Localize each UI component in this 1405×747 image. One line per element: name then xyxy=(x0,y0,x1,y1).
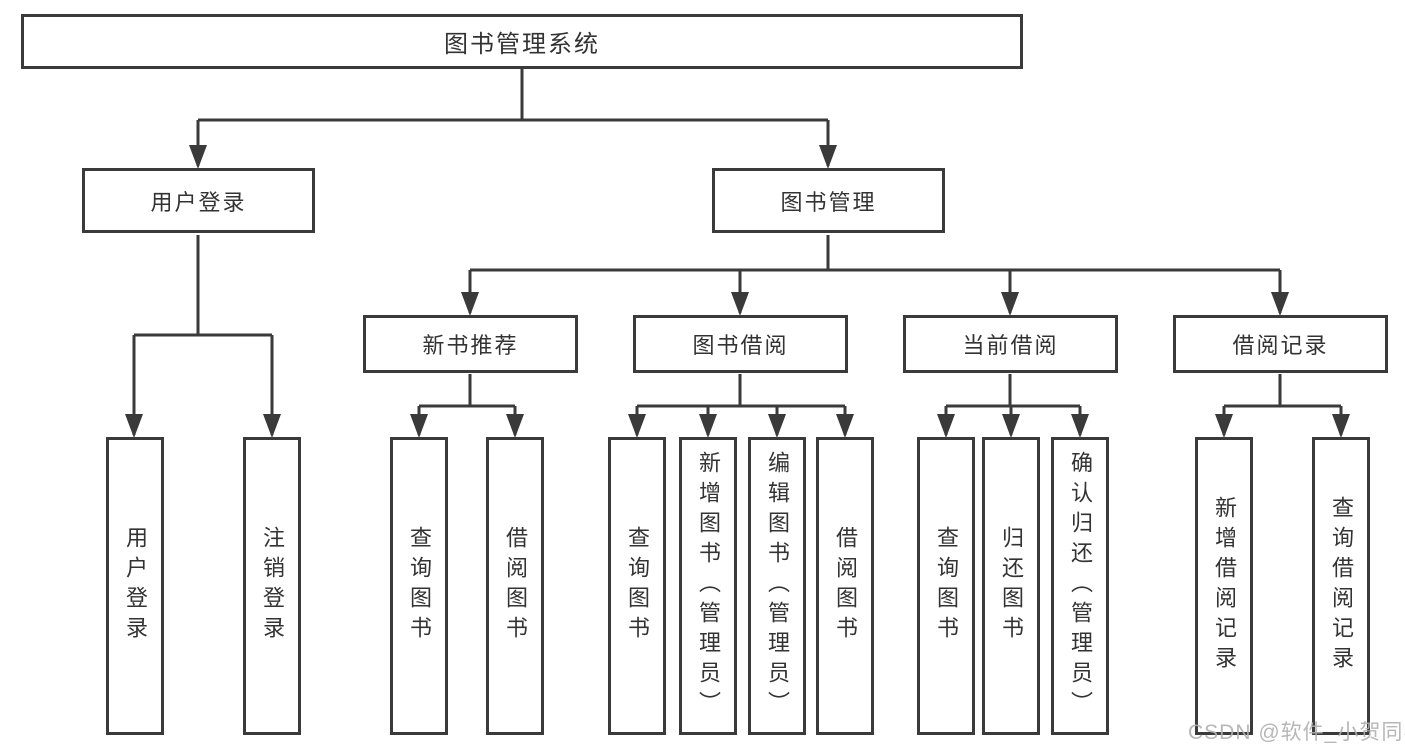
node-label: 新增借阅记录 xyxy=(1212,496,1237,676)
node-library-system: 图书管理系统 xyxy=(21,14,1023,69)
node-label: 当前借阅 xyxy=(962,333,1059,358)
node-logout: 注销登录 xyxy=(243,437,301,735)
node-add-books-admin: 新增图书（管理员） xyxy=(679,437,737,735)
node-user-login: 用户登录 xyxy=(82,168,315,233)
node-label: 用户登录 xyxy=(150,189,247,215)
node-label: 查询借阅记录 xyxy=(1329,496,1354,676)
node-label: 借阅图书 xyxy=(503,526,528,646)
node-label: 借阅记录 xyxy=(1232,333,1329,358)
node-current-borrowing: 当前借阅 xyxy=(903,315,1118,373)
node-label: 编辑图书（管理员） xyxy=(765,451,790,721)
node-label: 图书借阅 xyxy=(692,333,789,358)
node-label: 查询图书 xyxy=(625,526,650,646)
node-label: 新增图书（管理员） xyxy=(696,451,721,721)
node-book-management: 图书管理 xyxy=(712,168,945,233)
node-label: 图书管理 xyxy=(780,189,877,215)
node-label: 注销登录 xyxy=(260,526,285,646)
node-book-borrowing: 图书借阅 xyxy=(633,315,848,373)
node-new-book-recommend: 新书推荐 xyxy=(363,315,578,373)
node-edit-books-admin: 编辑图书（管理员） xyxy=(748,437,806,735)
node-label: 图书管理系统 xyxy=(444,31,600,58)
node-borrow-books-action: 借阅图书 xyxy=(816,437,874,735)
node-label: 查询图书 xyxy=(407,526,432,646)
node-label: 查询图书 xyxy=(934,526,959,646)
node-label: 归还图书 xyxy=(999,526,1024,646)
node-label: 新书推荐 xyxy=(422,333,519,358)
node-label: 借阅图书 xyxy=(833,526,858,646)
node-return-books: 归还图书 xyxy=(982,437,1040,735)
node-borrow-books-recommend: 借阅图书 xyxy=(486,437,544,735)
node-confirm-return-admin: 确认归还（管理员） xyxy=(1051,437,1109,735)
csdn-watermark: CSDN @软件_小贺同学 xyxy=(1188,721,1405,744)
node-query-books-borrow: 查询图书 xyxy=(608,437,666,735)
node-label: 用户登录 xyxy=(123,526,148,646)
node-borrowing-records: 借阅记录 xyxy=(1173,315,1388,373)
node-add-borrow-record: 新增借阅记录 xyxy=(1195,437,1253,735)
node-label: 确认归还（管理员） xyxy=(1068,451,1093,721)
node-user-login-action: 用户登录 xyxy=(106,437,164,735)
node-query-books-recommend: 查询图书 xyxy=(390,437,448,735)
node-query-books-current: 查询图书 xyxy=(917,437,975,735)
node-query-borrow-record: 查询借阅记录 xyxy=(1312,437,1370,735)
